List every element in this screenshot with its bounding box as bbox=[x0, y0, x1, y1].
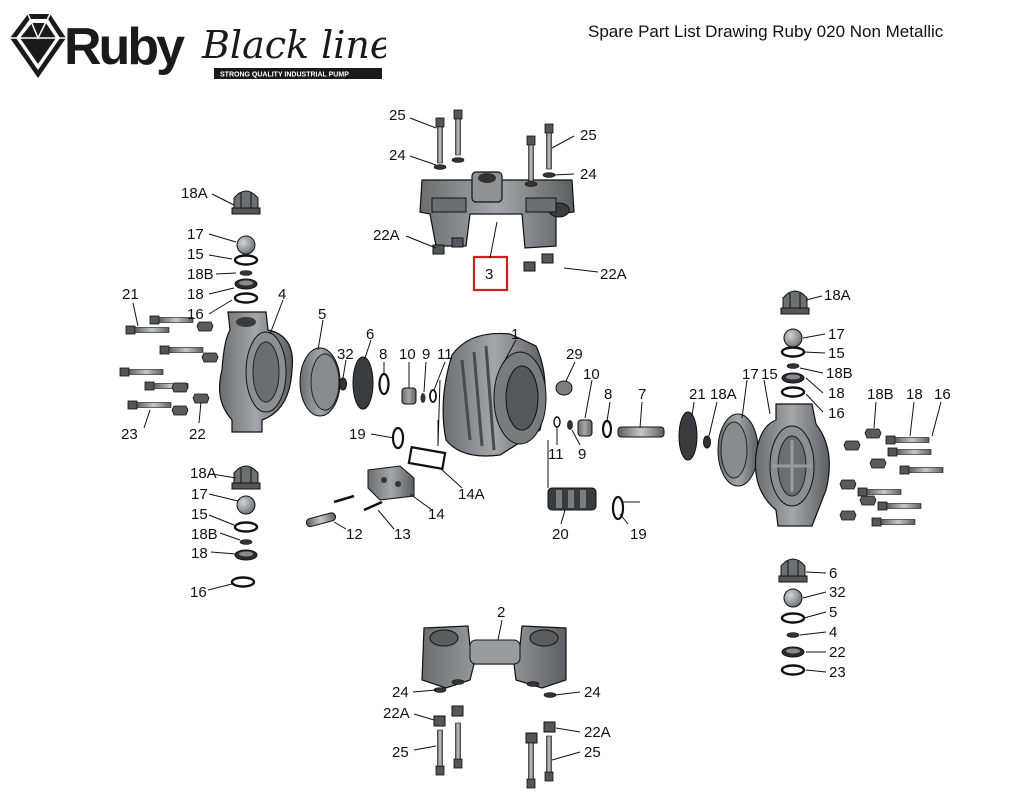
callout-10: 10 bbox=[399, 346, 416, 363]
callout-18a: 18A bbox=[824, 287, 851, 304]
callout-2: 2 bbox=[497, 604, 505, 621]
logo-script: Black line bbox=[201, 23, 386, 67]
callout-22a: 22A bbox=[584, 724, 611, 741]
callout-18: 18 bbox=[187, 286, 204, 303]
callout-21: 21 bbox=[122, 286, 139, 303]
callout-17: 17 bbox=[187, 226, 204, 243]
callout-10: 10 bbox=[583, 366, 600, 383]
callout-23: 23 bbox=[121, 426, 138, 443]
top-manifold bbox=[419, 171, 575, 249]
callout-1: 1 bbox=[511, 326, 519, 343]
logo-tagline: STRONG QUALITY INDUSTRIAL PUMP bbox=[220, 72, 349, 79]
callout-18: 18 bbox=[828, 385, 845, 402]
callout-15: 15 bbox=[191, 506, 208, 523]
logo-tagline-bar bbox=[214, 68, 382, 79]
callout-11: 11 bbox=[548, 446, 564, 463]
callout-15: 15 bbox=[828, 345, 845, 362]
callout-18b: 18B bbox=[187, 266, 214, 283]
left-outer-chamber bbox=[219, 311, 294, 433]
callout-16: 16 bbox=[190, 584, 207, 601]
callout-11: 11 bbox=[437, 346, 453, 363]
callout-19: 19 bbox=[630, 526, 647, 543]
callout-9: 9 bbox=[578, 446, 586, 463]
callout-32: 18A bbox=[710, 386, 737, 403]
callout-22a: 22A bbox=[600, 266, 627, 283]
page-title: Spare Part List Drawing Ruby 020 Non Met… bbox=[588, 22, 944, 41]
callout-8: 8 bbox=[379, 346, 387, 363]
callout-8: 8 bbox=[604, 386, 612, 403]
callout-24: 24 bbox=[392, 684, 409, 701]
center-body bbox=[442, 332, 547, 457]
callout-22: 22 bbox=[189, 426, 206, 443]
callout-24: 24 bbox=[580, 166, 597, 183]
callout-14: 14 bbox=[428, 506, 445, 523]
callout-13: 13 bbox=[394, 526, 411, 543]
callout-15: 5 bbox=[829, 604, 837, 621]
right-outer-chamber bbox=[754, 403, 830, 527]
callout-17: 32 bbox=[829, 584, 846, 601]
callout-17: 17 bbox=[828, 326, 845, 343]
leader-lines bbox=[132, 117, 942, 761]
callout-16: 23 bbox=[829, 664, 846, 681]
callout-18a: 18A bbox=[181, 185, 208, 202]
callout-24: 24 bbox=[389, 147, 406, 164]
callout-25: 25 bbox=[392, 744, 409, 761]
callout-25: 25 bbox=[584, 744, 601, 761]
callout-6: 21 bbox=[689, 386, 706, 403]
callout-21: 16 bbox=[934, 386, 951, 403]
callout-16: 16 bbox=[828, 405, 845, 422]
callout-5: 5 bbox=[318, 306, 326, 323]
shaft-bushing-left bbox=[401, 387, 417, 405]
callout-18: 22 bbox=[829, 644, 846, 661]
callout-18a: 18A bbox=[190, 465, 217, 482]
callout-20: 20 bbox=[552, 526, 569, 543]
callout-18: 18 bbox=[191, 545, 208, 562]
left-diaphragm bbox=[299, 347, 341, 417]
callout-17: 17 bbox=[191, 486, 208, 503]
right-diaphragm bbox=[717, 413, 759, 487]
pilot-block bbox=[367, 465, 415, 501]
callout-25: 25 bbox=[389, 107, 406, 124]
callout-18a: 6 bbox=[829, 565, 837, 582]
callout-24: 24 bbox=[584, 684, 601, 701]
air-valve bbox=[547, 487, 597, 511]
callout-4: 15 bbox=[761, 366, 778, 383]
callout-6: 6 bbox=[366, 326, 374, 343]
bottom-manifold bbox=[421, 625, 567, 689]
callout-5: 17 bbox=[742, 366, 759, 383]
callout-23: 18 bbox=[906, 386, 923, 403]
callout-labels: 25 24 25 24 22A 3 22A 18A 17 15 18B 18 1… bbox=[121, 107, 951, 761]
callout-22a: 22A bbox=[373, 227, 400, 244]
callout-18b: 4 bbox=[829, 624, 837, 641]
callout-7: 7 bbox=[638, 386, 646, 403]
pilot-pin bbox=[305, 512, 337, 528]
callout-15: 15 bbox=[187, 246, 204, 263]
callout-12: 12 bbox=[346, 526, 363, 543]
callout-19: 19 bbox=[349, 426, 366, 443]
callout-4: 4 bbox=[278, 286, 286, 303]
callout-9: 9 bbox=[422, 346, 430, 363]
callout-3: 3 bbox=[485, 266, 493, 283]
callout-22a: 22A bbox=[383, 705, 410, 722]
logo-wordmark: Ruby bbox=[64, 18, 185, 76]
callout-14a: 14A bbox=[458, 486, 485, 503]
callout-25: 25 bbox=[580, 127, 597, 144]
ruby-black-line-logo: Ruby Black line STRONG QUALITY INDUSTRIA… bbox=[10, 13, 386, 79]
callout-29: 29 bbox=[566, 346, 583, 363]
callout-22: 18B bbox=[867, 386, 894, 403]
callout-32: 32 bbox=[337, 346, 354, 363]
callout-16: 16 bbox=[187, 306, 204, 323]
callout-18b: 18B bbox=[191, 526, 218, 543]
diamond-icon bbox=[10, 13, 66, 78]
callout-18b: 18B bbox=[826, 365, 853, 382]
